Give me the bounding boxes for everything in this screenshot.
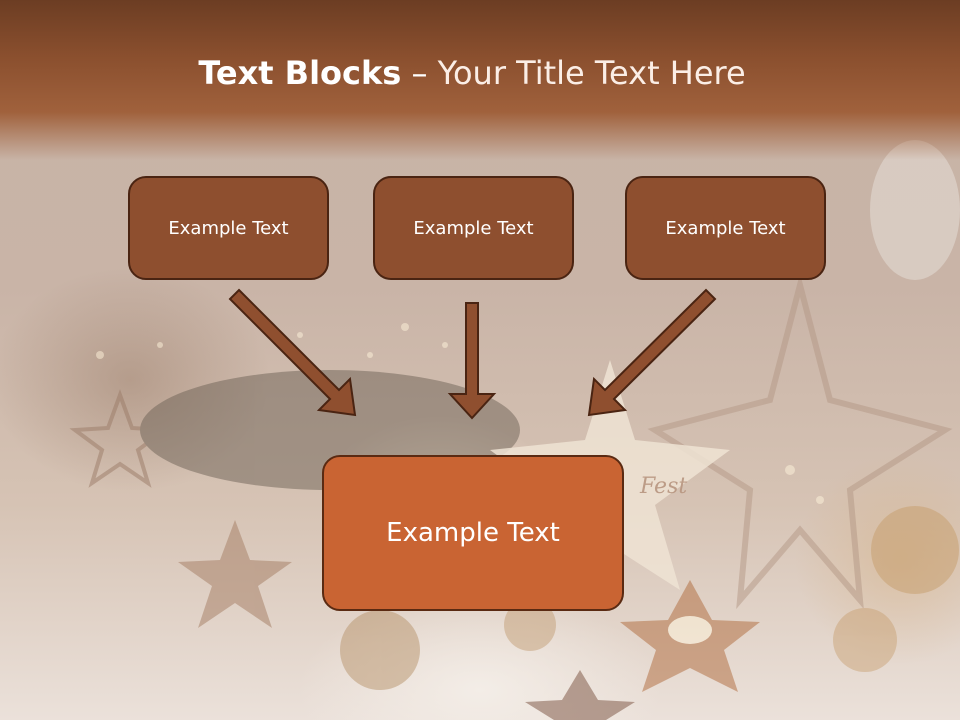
text-block-label: Example Text — [413, 217, 534, 239]
text-block-left[interactable]: Example Text — [128, 176, 329, 280]
frosted-branch — [870, 140, 960, 280]
title-light: Your Title Text Here — [437, 54, 746, 92]
bauble-bottom-left — [340, 610, 420, 690]
text-block-center[interactable]: Example Text — [322, 455, 624, 611]
fest-decor-text: Fest — [639, 474, 687, 499]
bauble-right — [871, 506, 959, 594]
bauble-bottom-right — [833, 608, 897, 672]
bauble-bottom-center — [504, 599, 556, 651]
star-ornament-bottom-left — [178, 520, 292, 628]
title-separator: – — [401, 54, 438, 92]
star-ornament-outline-right — [647, 273, 953, 610]
text-block-middle[interactable]: Example Text — [373, 176, 574, 280]
title-strong: Text Blocks — [198, 54, 402, 92]
slide-title: Text Blocks – Your Title Text Here — [0, 54, 944, 92]
candle-glow — [668, 616, 712, 644]
text-block-label: Example Text — [665, 217, 786, 239]
arrow-center-down — [447, 302, 497, 420]
arrow-left-down-right — [228, 288, 357, 417]
arrow-right-down-left — [587, 288, 717, 417]
text-block-label: Example Text — [168, 217, 289, 239]
title-band — [0, 0, 960, 160]
fairy-lights — [96, 323, 824, 504]
text-block-center-label: Example Text — [386, 518, 560, 548]
star-ornament-bottom — [525, 670, 635, 720]
text-block-right[interactable]: Example Text — [625, 176, 826, 280]
